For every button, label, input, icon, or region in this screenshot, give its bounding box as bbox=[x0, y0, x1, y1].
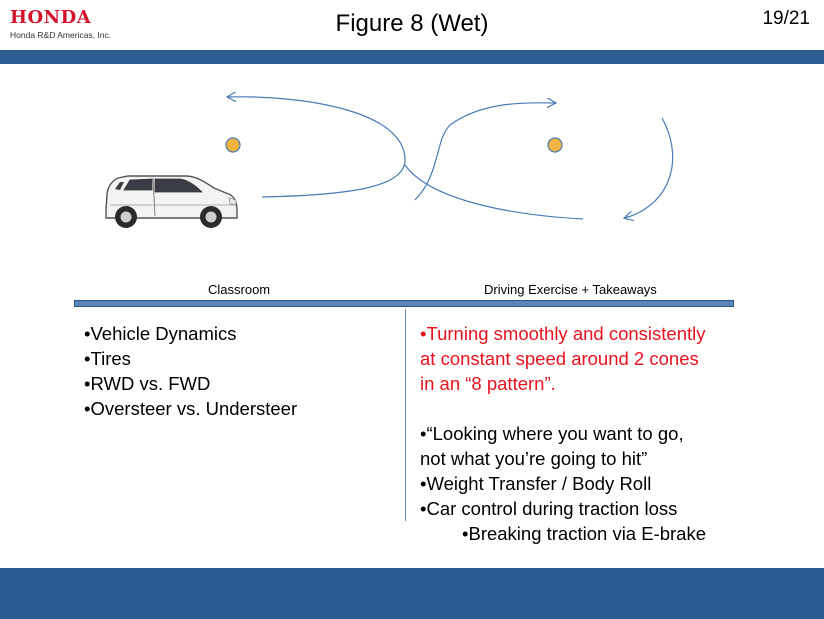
timeline-bar bbox=[74, 300, 734, 307]
page-number: 19/21 bbox=[762, 8, 810, 29]
list-item: •Tires bbox=[84, 348, 131, 369]
path-arc-upper-right bbox=[414, 103, 555, 201]
car-icon bbox=[105, 175, 238, 228]
classroom-topics: •Vehicle Dynamics •Tires •RWD vs. FWD •O… bbox=[84, 321, 297, 421]
driving-exercise-topics: •Turning smoothly and consistently at co… bbox=[420, 321, 706, 546]
cone-icon bbox=[547, 137, 563, 153]
logo-subtitle: Honda R&D Americas, Inc. bbox=[10, 30, 112, 40]
list-item: •RWD vs. FWD bbox=[84, 373, 211, 394]
highlight-line: in an “8 pattern”. bbox=[420, 373, 556, 394]
list-item: •Vehicle Dynamics bbox=[84, 323, 237, 344]
slide-title: Figure 8 (Wet) bbox=[335, 10, 489, 37]
highlight-line: •Turning smoothly and consistently bbox=[420, 323, 706, 344]
footer-band bbox=[0, 568, 824, 619]
header-band bbox=[0, 50, 824, 64]
cone-icon bbox=[225, 137, 241, 153]
path-arc-upper-left bbox=[228, 97, 406, 198]
logo-wordmark: HONDA bbox=[10, 7, 92, 28]
classroom-label: Classroom bbox=[208, 282, 271, 297]
honda-logo: HONDA Honda R&D Americas, Inc. bbox=[10, 7, 130, 41]
path-arc-lower bbox=[404, 164, 584, 220]
spacer bbox=[420, 396, 706, 421]
driving-exercise-label: Driving Exercise + Takeaways bbox=[484, 282, 657, 297]
list-item: •Oversteer vs. Understeer bbox=[84, 398, 298, 419]
list-item: •Weight Transfer / Body Roll bbox=[420, 473, 652, 494]
column-divider bbox=[405, 309, 406, 521]
highlight-line: at constant speed around 2 cones bbox=[420, 348, 699, 369]
list-item: •“Looking where you want to go, bbox=[420, 423, 684, 444]
list-item: •Car control during traction loss bbox=[420, 498, 678, 519]
sub-list-item: •Breaking traction via E-brake bbox=[462, 523, 707, 544]
figure-8-diagram bbox=[105, 64, 674, 228]
path-arc-right-return bbox=[625, 117, 674, 218]
list-item: not what you’re going to hit” bbox=[420, 448, 648, 469]
